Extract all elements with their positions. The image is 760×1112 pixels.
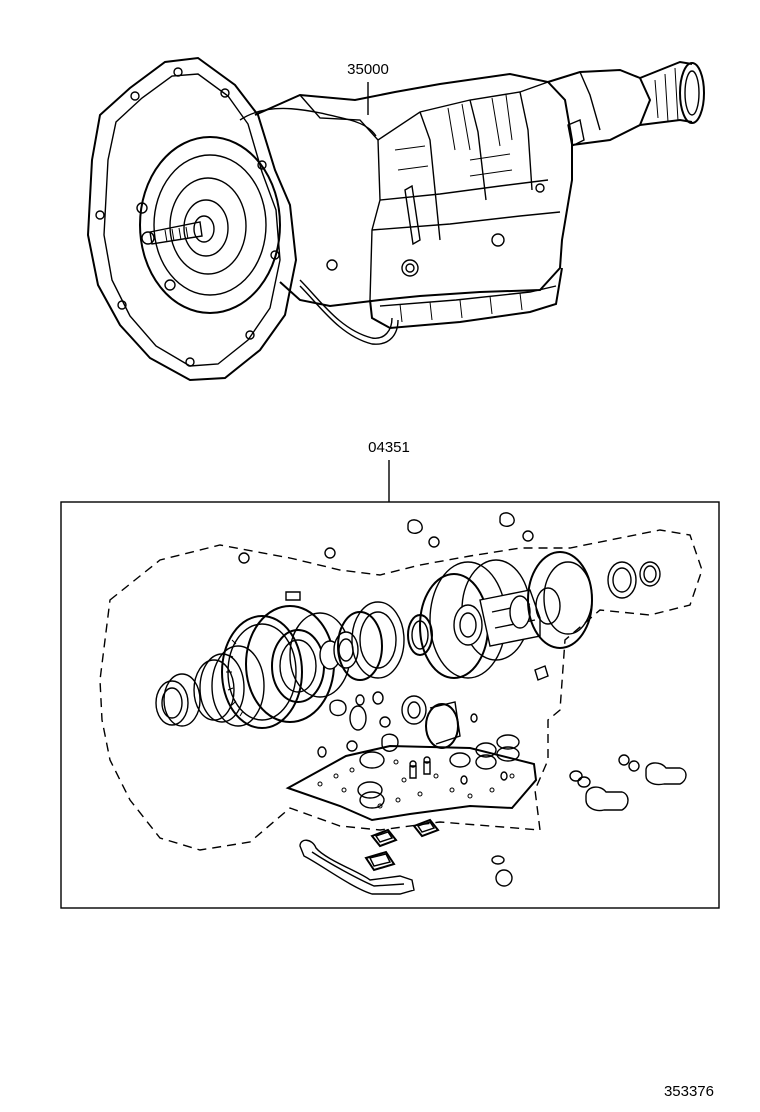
part-number-35000[interactable]: 35000 xyxy=(347,61,389,78)
transmission-assembly[interactable] xyxy=(86,56,705,382)
kit-frame xyxy=(60,501,720,909)
illustration-number: 353376 xyxy=(664,1083,714,1100)
part-number-04351[interactable]: 04351 xyxy=(368,439,410,456)
gasket-kit-components[interactable] xyxy=(99,512,703,895)
